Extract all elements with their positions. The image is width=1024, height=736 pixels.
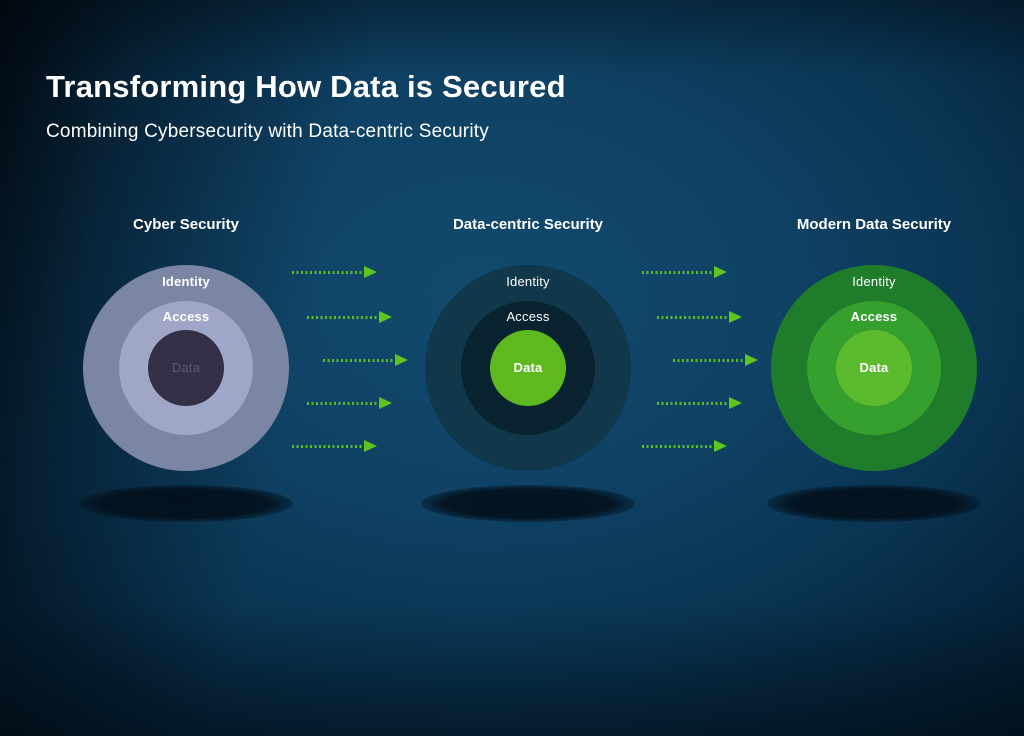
data-circle [836, 330, 912, 406]
arrow-dots [292, 444, 364, 448]
dotted-arrow-right-icon [673, 354, 758, 366]
arrow-dots [307, 401, 379, 405]
dotted-arrow-right-icon [307, 397, 392, 409]
arrow-head [395, 354, 408, 366]
dotted-arrow-right-icon [642, 440, 727, 452]
arrow-head [364, 266, 377, 278]
title-block: Transforming How Data is Secured Combini… [46, 69, 566, 143]
floor-shadow [79, 485, 293, 522]
dotted-arrow-right-icon [642, 266, 727, 278]
arrow-head [729, 397, 742, 409]
arrow-head [379, 397, 392, 409]
data-circle [148, 330, 224, 406]
arrow-dots [307, 315, 379, 319]
arrow-dots [657, 401, 729, 405]
dotted-arrow-right-icon [307, 311, 392, 323]
floor-shadow [767, 485, 981, 522]
data-circle [490, 330, 566, 406]
arrow-dots [642, 444, 714, 448]
concentric-rings: Identity Access Data [83, 265, 289, 471]
dotted-arrow-right-icon [657, 311, 742, 323]
diagram-cyber-security: Cyber Security Identity Access Data [79, 216, 293, 536]
access-label: Access [850, 309, 898, 324]
data-label: Data [859, 360, 889, 375]
data-label: Data [171, 360, 201, 375]
identity-label: Identity [506, 274, 550, 289]
arrow-dots [642, 270, 714, 274]
dotted-arrow-right-icon [292, 440, 377, 452]
arrow-head [364, 440, 377, 452]
dotted-arrow-right-icon [292, 266, 377, 278]
diagram-modern-data-security: Modern Data Security Identity Access Dat… [767, 216, 981, 536]
identity-label: Identity [852, 274, 896, 289]
access-label: Access [162, 309, 210, 324]
dotted-arrow-right-icon [657, 397, 742, 409]
page-title: Transforming How Data is Secured [46, 69, 566, 104]
arrow-dots [292, 270, 364, 274]
page-subtitle: Combining Cybersecurity with Data-centri… [46, 120, 489, 142]
diagram-data-centric-security: Data-centric Security Identity Access Da… [421, 216, 635, 536]
data-label: Data [513, 360, 543, 375]
arrow-dots [323, 358, 395, 362]
arrow-head [745, 354, 758, 366]
arrow-head [714, 266, 727, 278]
arrow-head [729, 311, 742, 323]
arrow-head [714, 440, 727, 452]
arrow-dots [673, 358, 745, 362]
dotted-arrow-right-icon [323, 354, 408, 366]
arrow-head [379, 311, 392, 323]
access-label: Access [506, 309, 550, 324]
floor-shadow [421, 485, 635, 522]
concentric-rings: Identity Access Data [425, 265, 631, 471]
arrow-dots [657, 315, 729, 319]
concentric-rings: Identity Access Data [771, 265, 977, 471]
diagram-title-cyber-security: Cyber Security [133, 216, 239, 233]
identity-label: Identity [162, 274, 210, 289]
diagram-title-modern-data-security: Modern Data Security [796, 216, 952, 233]
diagram-title-data-centric-security: Data-centric Security [452, 216, 604, 233]
